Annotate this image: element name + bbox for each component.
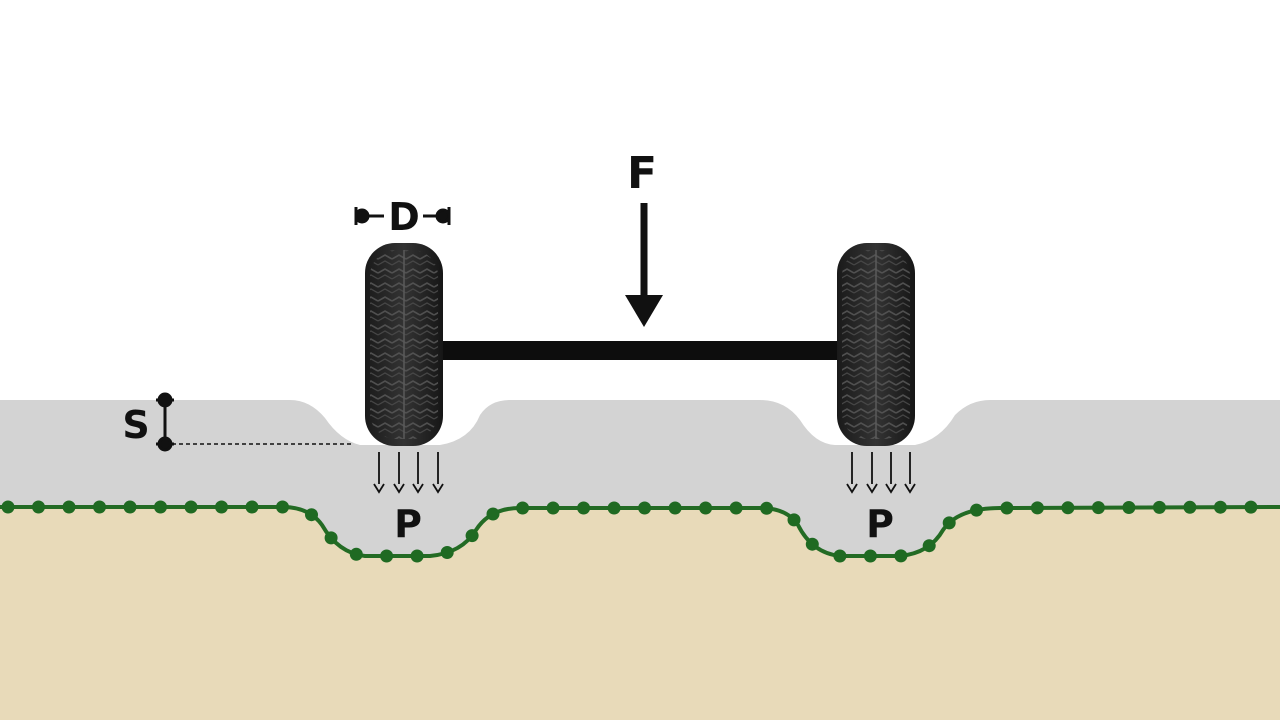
boundary-dot bbox=[516, 501, 530, 515]
boundary-dot bbox=[970, 503, 983, 517]
boundary-dot bbox=[486, 507, 500, 521]
boundary-dot bbox=[465, 529, 479, 543]
boundary-dot bbox=[638, 501, 652, 515]
force-label: F bbox=[627, 148, 657, 199]
boundary-dot bbox=[184, 500, 198, 514]
topsoil-layer bbox=[0, 400, 1280, 556]
pressure-arrow bbox=[846, 452, 858, 494]
pressure-arrow bbox=[885, 452, 897, 494]
pressure-arrow bbox=[904, 452, 916, 494]
boundary-dot bbox=[760, 501, 774, 515]
boundary-dot bbox=[1213, 500, 1227, 514]
boundary-dot bbox=[410, 549, 424, 563]
boundary-dot bbox=[1091, 501, 1105, 515]
boundary-dot bbox=[1244, 500, 1258, 514]
boundary-dot bbox=[699, 501, 713, 515]
axle bbox=[440, 341, 840, 360]
pressure-arrows-right bbox=[846, 452, 916, 494]
boundary-dot bbox=[668, 501, 682, 515]
pressure-arrow bbox=[393, 452, 405, 494]
boundary-dot bbox=[546, 501, 560, 515]
boundary-dot bbox=[787, 513, 801, 527]
boundary-dot bbox=[1000, 501, 1014, 515]
boundary-dot bbox=[245, 500, 259, 514]
compaction-boundary-dots bbox=[1, 500, 1258, 563]
boundary-dot bbox=[93, 500, 106, 514]
boundary-dot bbox=[440, 546, 454, 559]
pressure-arrow bbox=[432, 452, 444, 494]
boundary-dot bbox=[380, 549, 394, 563]
boundary-dot bbox=[1030, 501, 1044, 515]
sinkage-label: S bbox=[122, 403, 149, 447]
boundary-dot bbox=[729, 501, 743, 515]
boundary-dot bbox=[577, 501, 591, 515]
boundary-dot bbox=[1122, 501, 1136, 514]
boundary-dot bbox=[276, 500, 289, 514]
boundary-dot bbox=[123, 500, 137, 514]
boundary-dot bbox=[1061, 501, 1075, 515]
boundary-dot bbox=[324, 531, 338, 545]
boundary-dot bbox=[1, 500, 15, 514]
force-arrow bbox=[625, 203, 663, 327]
boundary-dot bbox=[305, 508, 318, 522]
sinkage-dimension bbox=[156, 392, 174, 452]
boundary-dot bbox=[805, 537, 819, 551]
tire-width-label: D bbox=[388, 195, 420, 239]
boundary-dot bbox=[922, 539, 936, 553]
pressure-arrow bbox=[373, 452, 385, 494]
boundary-dot bbox=[863, 549, 877, 563]
boundary-dot bbox=[62, 500, 76, 514]
boundary-dot bbox=[1152, 500, 1166, 514]
right-tire bbox=[837, 243, 915, 446]
tire-width-dimension bbox=[354, 207, 451, 225]
pressure-arrow bbox=[866, 452, 878, 494]
boundary-dot bbox=[32, 500, 45, 514]
boundary-dot bbox=[154, 500, 167, 514]
boundary-dot bbox=[607, 501, 621, 515]
boundary-dot bbox=[942, 516, 956, 530]
boundary-dot bbox=[1183, 500, 1197, 514]
boundary-dot bbox=[894, 549, 908, 563]
subsoil-layer bbox=[0, 500, 1280, 720]
pressure-label-right: P bbox=[866, 502, 894, 546]
pressure-arrows-left bbox=[373, 452, 444, 494]
left-tire bbox=[365, 243, 443, 446]
boundary-dot bbox=[349, 547, 363, 561]
boundary-dot bbox=[215, 500, 228, 514]
boundary-dot bbox=[833, 549, 847, 563]
pressure-label-left: P bbox=[394, 502, 422, 546]
pressure-arrow bbox=[412, 452, 424, 494]
